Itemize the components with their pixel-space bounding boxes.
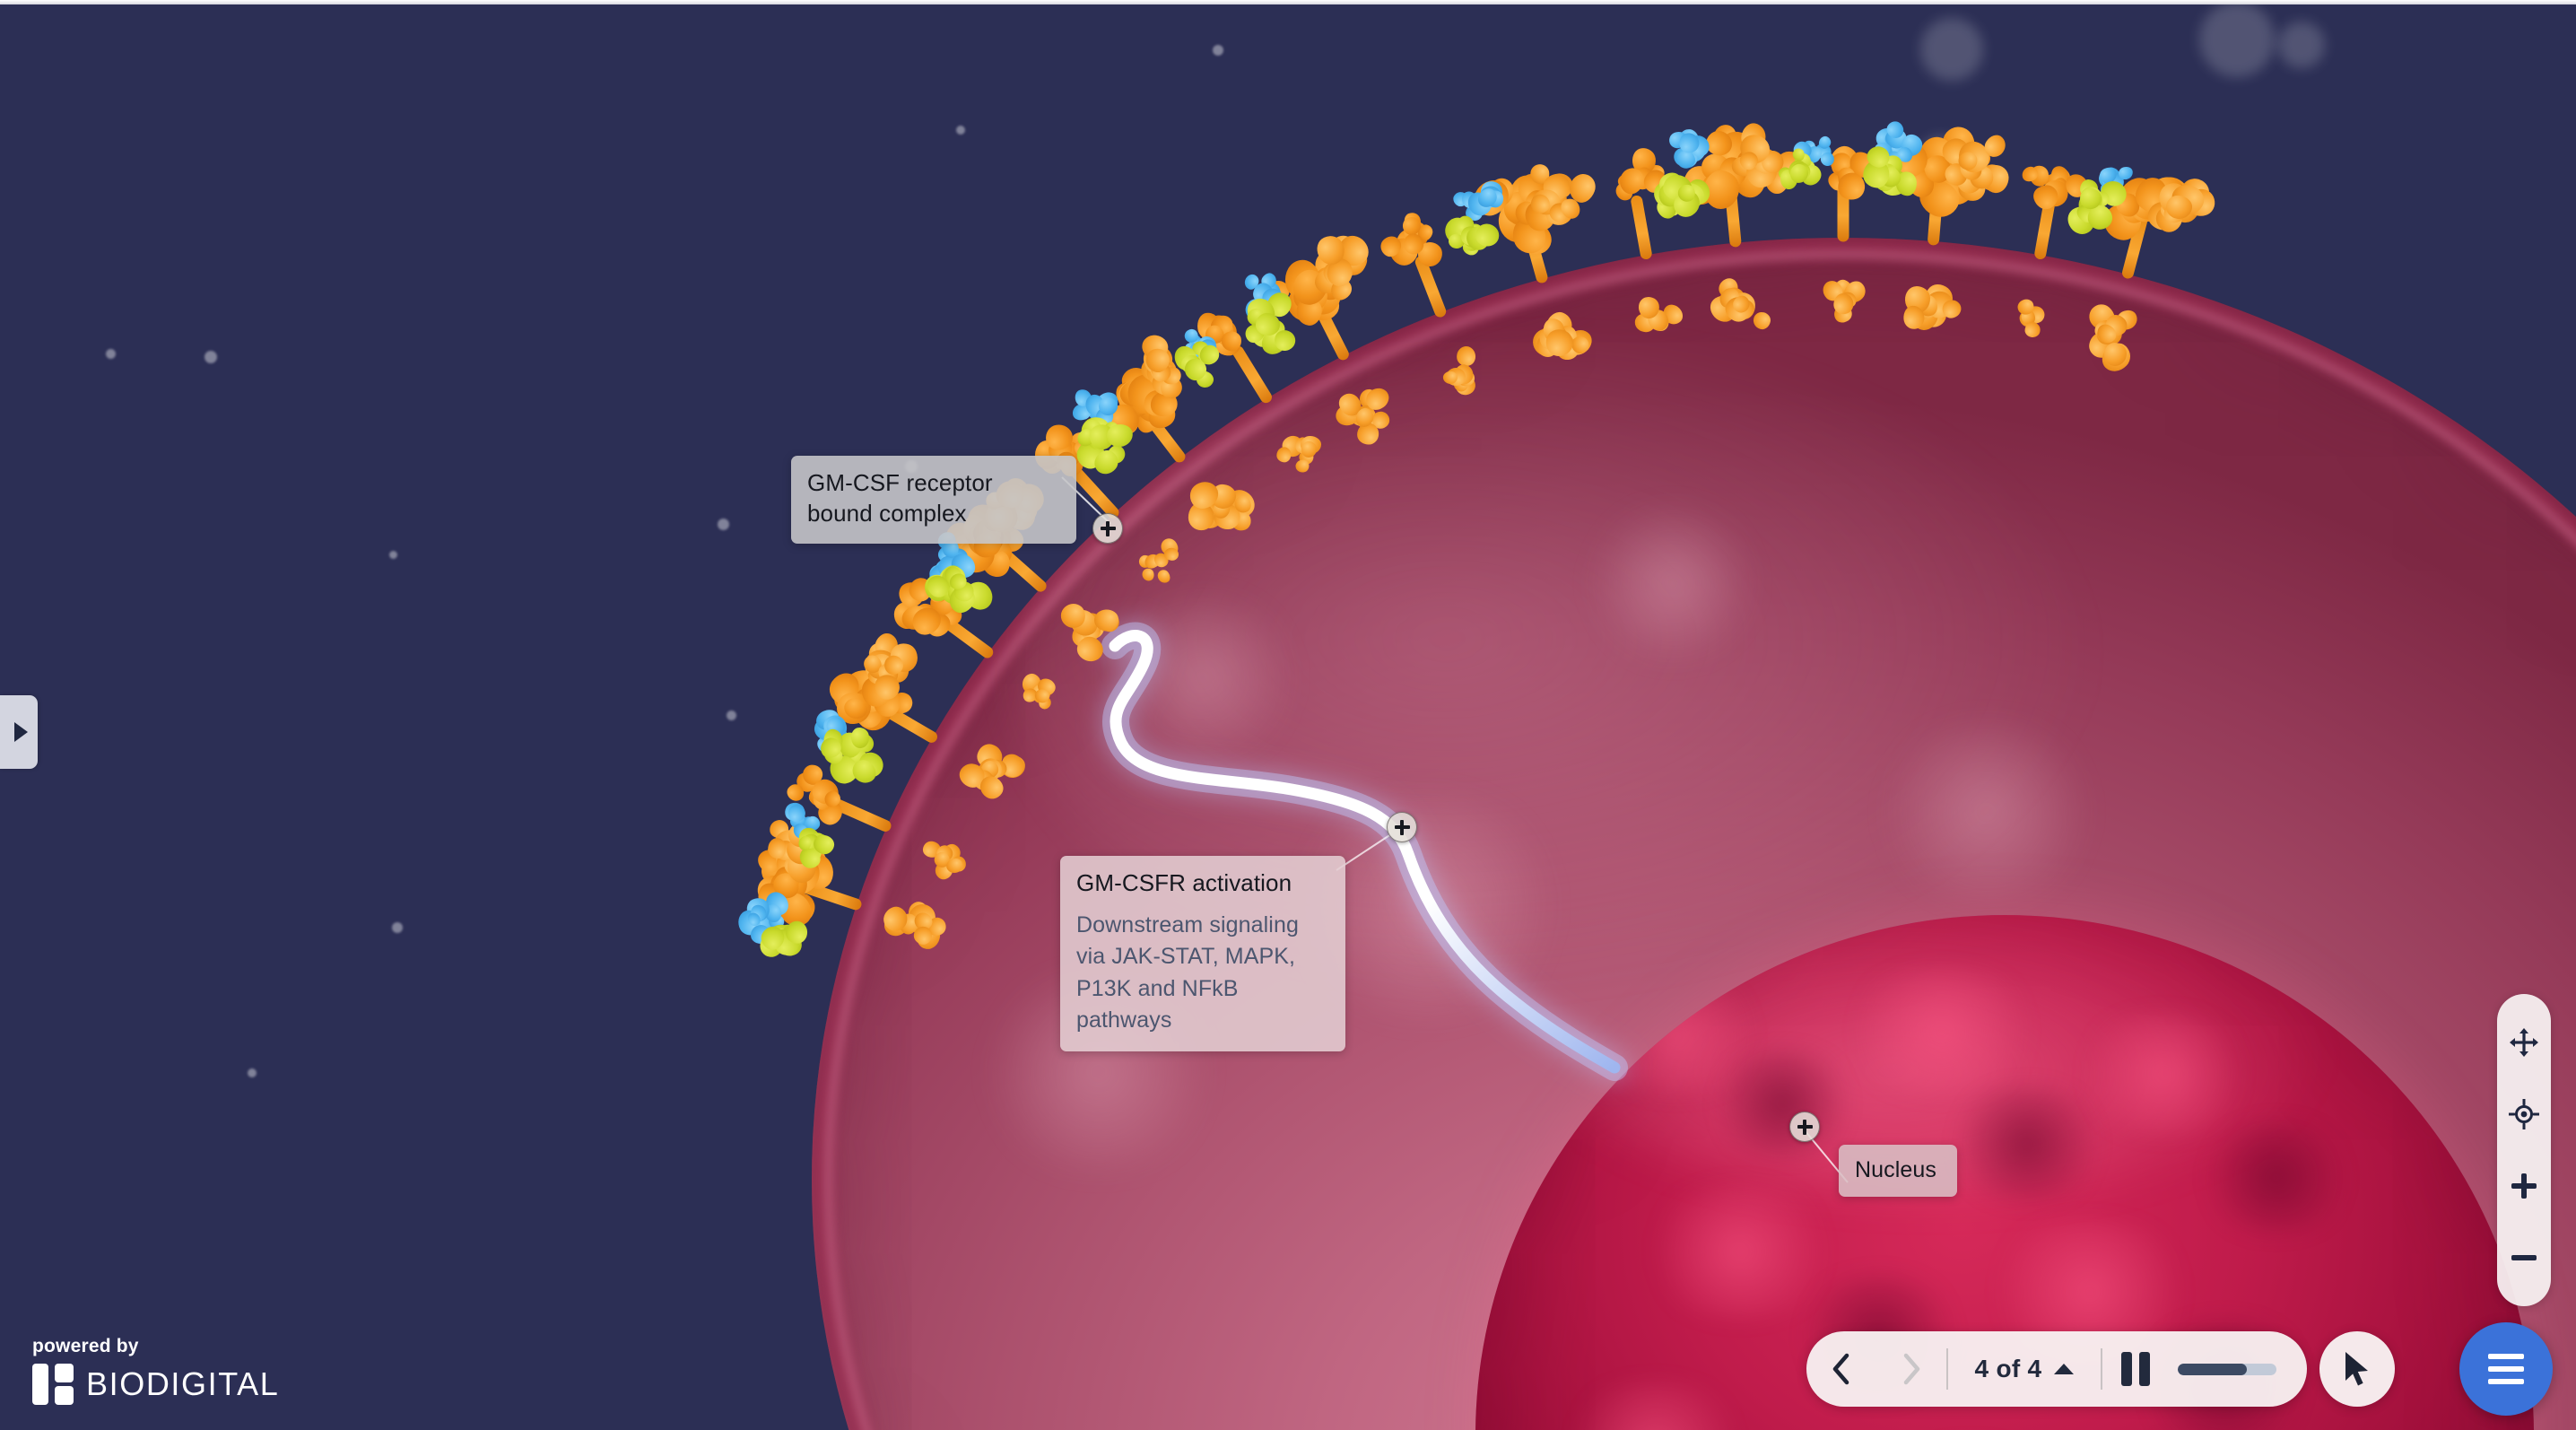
particle <box>248 1068 257 1077</box>
target-focus-icon[interactable] <box>2497 1078 2551 1150</box>
brand-wordmark: BIODIGITAL <box>86 1365 279 1403</box>
annotation-callout-receptor[interactable]: GM-CSF receptor bound complex <box>791 456 1076 544</box>
powered-by-label: powered by <box>32 1336 279 1357</box>
particle <box>392 922 403 933</box>
triangle-right-icon <box>14 722 28 742</box>
progress-fill <box>2178 1364 2247 1375</box>
particle <box>718 519 729 530</box>
annotation-callout-nucleus[interactable]: Nucleus <box>1839 1145 1957 1197</box>
biodigital-logo-icon <box>32 1364 74 1405</box>
next-step-button[interactable] <box>1876 1331 1946 1407</box>
pan-move-icon[interactable] <box>2497 1007 2551 1078</box>
annotation-body: Downstream signaling via JAK-STAT, MAPK,… <box>1076 910 1329 1037</box>
particle <box>956 126 965 135</box>
cursor-pointer-icon <box>2340 1349 2374 1389</box>
particle <box>1213 45 1223 56</box>
particle <box>2278 22 2325 68</box>
step-counter-label: 4 of 4 <box>1948 1355 2055 1383</box>
biodigital-brand: powered by BIODIGITAL <box>32 1336 279 1405</box>
tour-progress-slider[interactable] <box>2178 1364 2276 1375</box>
chevron-left-icon <box>1829 1351 1854 1387</box>
annotation-title: GM-CSF receptor bound complex <box>807 468 1060 529</box>
zoom-in-icon[interactable] <box>2497 1150 2551 1222</box>
annotation-callout-activation[interactable]: GM-CSFR activation Downstream signaling … <box>1060 856 1345 1051</box>
particle <box>1920 18 1983 81</box>
particle <box>2199 2 2275 77</box>
main-menu-button[interactable] <box>2459 1322 2553 1416</box>
pause-icon <box>2121 1352 2132 1386</box>
zoom-out-icon[interactable] <box>2497 1222 2551 1294</box>
particle <box>205 351 217 363</box>
top-edge-strip <box>0 0 2576 4</box>
annotation-pin-receptor[interactable] <box>1092 513 1123 544</box>
annotation-title: GM-CSFR activation <box>1076 868 1329 899</box>
cursor-mode-button[interactable] <box>2319 1331 2395 1407</box>
previous-step-button[interactable] <box>1806 1331 1876 1407</box>
annotation-pin-activation[interactable] <box>1387 812 1417 842</box>
tour-playback-bar: 4 of 4 <box>1806 1331 2307 1407</box>
pause-button[interactable] <box>2102 1331 2169 1407</box>
particle <box>389 551 397 559</box>
caret-up-icon[interactable] <box>2054 1364 2074 1374</box>
view-controls-toolbar <box>2497 994 2551 1306</box>
particle <box>106 349 116 359</box>
annotation-title: Nucleus <box>1855 1155 1941 1185</box>
annotation-pin-nucleus[interactable] <box>1789 1112 1820 1142</box>
particle <box>727 711 736 720</box>
sidebar-expand-toggle[interactable] <box>0 695 38 769</box>
chevron-right-icon <box>1899 1351 1924 1387</box>
hamburger-menu-icon <box>2488 1354 2524 1359</box>
